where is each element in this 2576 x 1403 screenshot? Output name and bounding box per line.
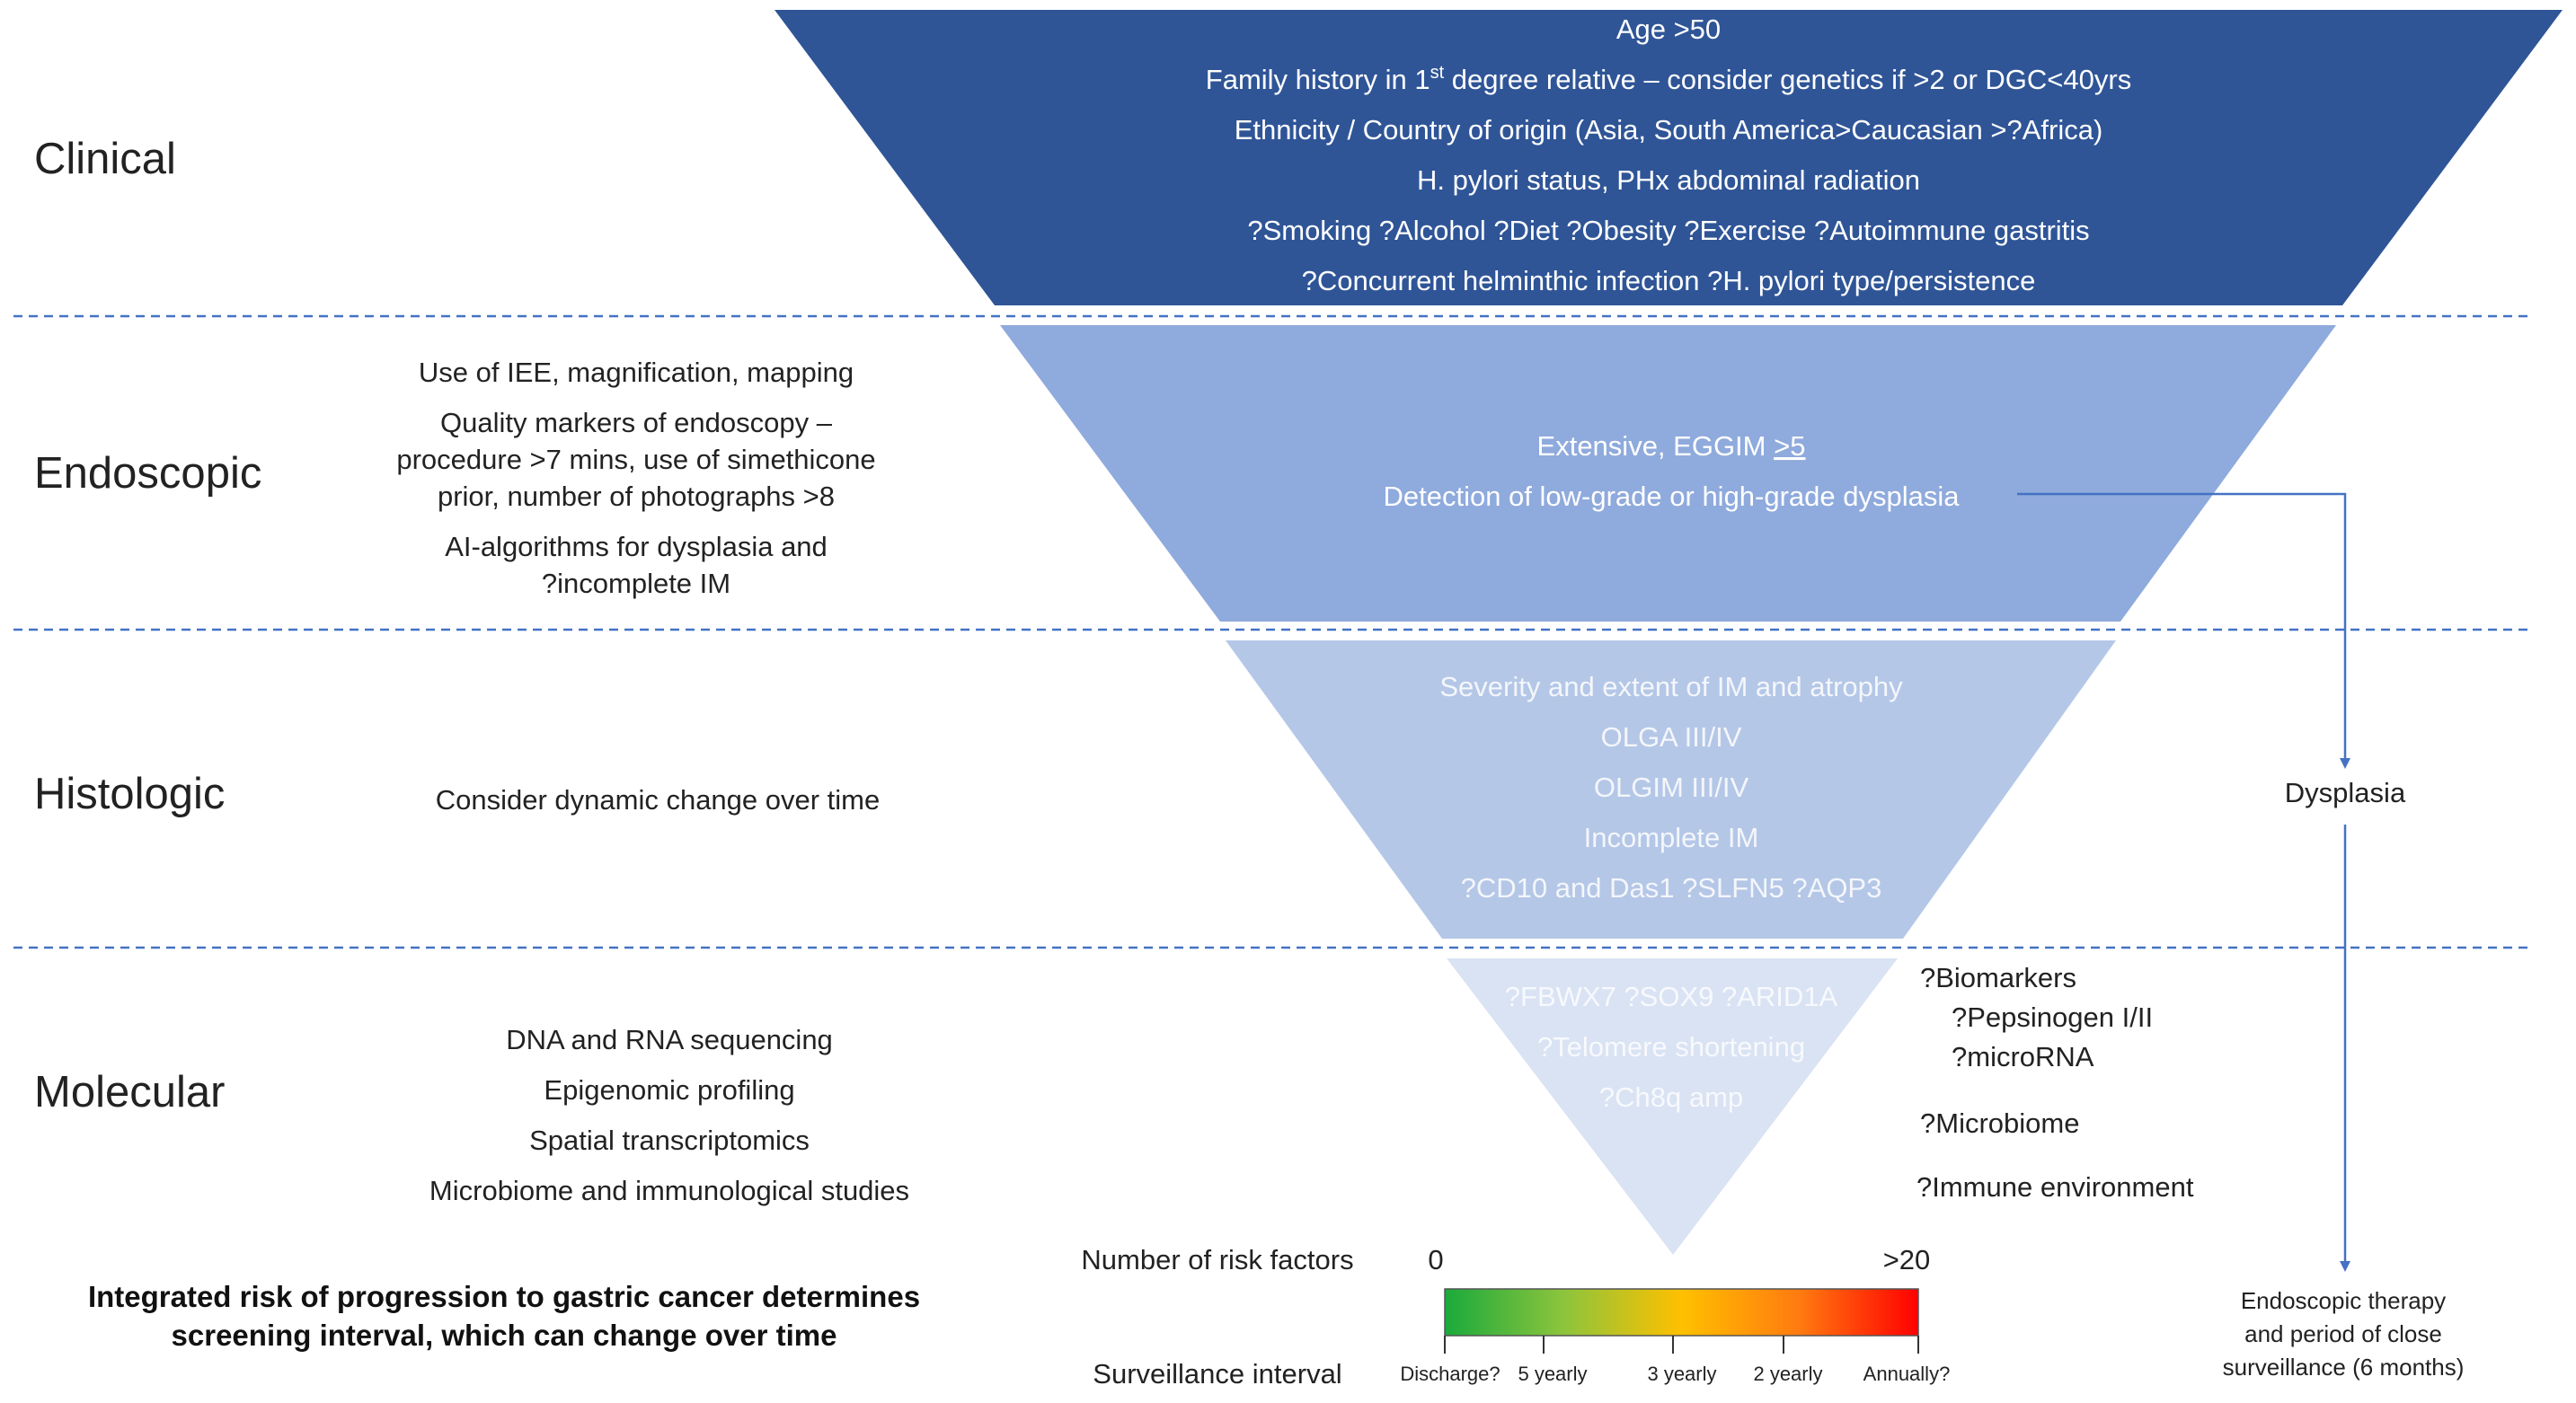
molecular-factor: ?Ch8q amp [1599,1081,1743,1113]
histologic-factor: OLGA III/IV [1601,721,1742,753]
molecular-side-line: Microbiome and immunological studies [429,1175,909,1206]
molecular-side-line: Epigenomic profiling [544,1074,794,1106]
biomarkers-title: ?Biomarkers [1920,962,2076,993]
dysplasia-arrow-upper [2017,492,2350,769]
dysplasia-outcome-line: Endoscopic therapy [2241,1287,2446,1314]
interval-label: 2 yearly [1753,1363,1822,1385]
biomarker-immune: ?Immune environment [1917,1171,2194,1203]
molecular-side-notes: DNA and RNA sequencing Epigenomic profil… [429,1024,909,1206]
molecular-factor: ?FBWX7 ?SOX9 ?ARID1A [1505,981,1838,1012]
endoscopic-side-notes: Use of IEE, magnification, mapping Quali… [396,357,875,599]
risk-scale-max: >20 [1883,1244,1931,1275]
molecular-side-line: Spatial transcriptomics [529,1125,810,1156]
endoscopic-tier [1000,325,2336,622]
dysplasia-outcome-line: surveillance (6 months) [2223,1354,2465,1381]
clinical-age: Age >50 [1616,13,1721,45]
histologic-factor: ?CD10 and Das1 ?SLFN5 ?AQP3 [1461,872,1882,904]
risk-factor-label: Number of risk factors [1081,1244,1353,1275]
endoscopic-side-line: Quality markers of endoscopy – [440,407,833,438]
endoscopic-eggim: Extensive, EGGIM >5 [1537,430,1806,462]
eggim-prefix: Extensive, EGGIM [1537,430,1775,462]
risk-scale-min: 0 [1428,1244,1443,1275]
section-label-clinical: Clinical [34,135,176,183]
molecular-tier [1447,958,1898,1255]
dysplasia-pathway: Dysplasia Endoscopic therapy and period … [2017,492,2465,1381]
histologic-factors: Severity and extent of IM and atrophy OL… [1439,671,1903,904]
surveillance-interval-label: Surveillance interval [1093,1358,1341,1390]
endoscopic-side-line: Use of IEE, magnification, mapping [419,357,854,388]
histologic-factor: Severity and extent of IM and atrophy [1439,671,1903,702]
biomarkers: ?Biomarkers ?Pepsinogen I/II ?microRNA ?… [1917,962,2194,1203]
family-history-sup: st [1430,63,1445,83]
dysplasia-label: Dysplasia [2285,777,2406,808]
clinical-hpylori: H. pylori status, PHx abdominal radiatio… [1417,164,1920,196]
interval-label: Annually? [1863,1363,1951,1385]
molecular-factor: ?Telomere shortening [1537,1031,1805,1063]
clinical-infection: ?Concurrent helminthic infection ?H. pyl… [1302,265,2036,296]
endoscopic-side-line: AI-algorithms for dysplasia and [445,531,828,562]
risk-gradient-bar [1444,1288,1919,1337]
molecular-factors: ?FBWX7 ?SOX9 ?ARID1A ?Telomere shortenin… [1505,981,1838,1113]
eggim-value: >5 [1774,430,1805,462]
histologic-tier [1226,640,2116,939]
clinical-ethnicity: Ethnicity / Country of origin (Asia, Sou… [1235,114,2103,146]
interval-label: 3 yearly [1647,1363,1716,1385]
clinical-family-history: Family history in 1st degree relative – … [1206,63,2131,95]
endoscopic-side-line: procedure >7 mins, use of simethicone [396,444,875,475]
histologic-side-note: Consider dynamic change over time [436,784,881,816]
integrated-note-line: screening interval, which can change ove… [172,1319,837,1352]
clinical-lifestyle: ?Smoking ?Alcohol ?Diet ?Obesity ?Exerci… [1247,215,2089,246]
biomarker-item: ?Pepsinogen I/II [1952,1002,2153,1033]
section-label-histologic: Histologic [34,770,225,818]
clinical-tier [775,10,2563,305]
section-label-molecular: Molecular [34,1068,225,1116]
molecular-side-line: DNA and RNA sequencing [506,1024,833,1055]
clinical-factors: Age >50 Family history in 1st degree rel… [1206,13,2131,296]
endoscopic-factors: Extensive, EGGIM >5 Detection of low-gra… [1383,430,1960,512]
family-history-suffix: degree relative – consider genetics if >… [1444,64,2131,95]
family-history-prefix: Family history in 1 [1206,64,1430,95]
dysplasia-outcome-line: and period of close [2244,1320,2442,1347]
interval-label: Discharge? [1400,1363,1500,1385]
section-label-endoscopic: Endoscopic [34,449,261,498]
endoscopic-side-line: ?incomplete IM [542,568,730,599]
histologic-factor: Incomplete IM [1584,822,1759,853]
interval-label: 5 yearly [1518,1363,1587,1385]
endoscopic-dysplasia: Detection of low-grade or high-grade dys… [1383,481,1960,512]
biomarker-item: ?microRNA [1952,1041,2094,1072]
integrated-note-line: Integrated risk of progression to gastri… [88,1280,920,1313]
histologic-factor: OLGIM III/IV [1594,772,1749,803]
biomarker-microbiome: ?Microbiome [1920,1107,2079,1139]
integrated-note: Integrated risk of progression to gastri… [88,1280,920,1352]
endoscopic-side-line: prior, number of photographs >8 [438,481,835,512]
risk-scale: Number of risk factors 0 >20 Surveillanc… [1081,1244,1950,1390]
